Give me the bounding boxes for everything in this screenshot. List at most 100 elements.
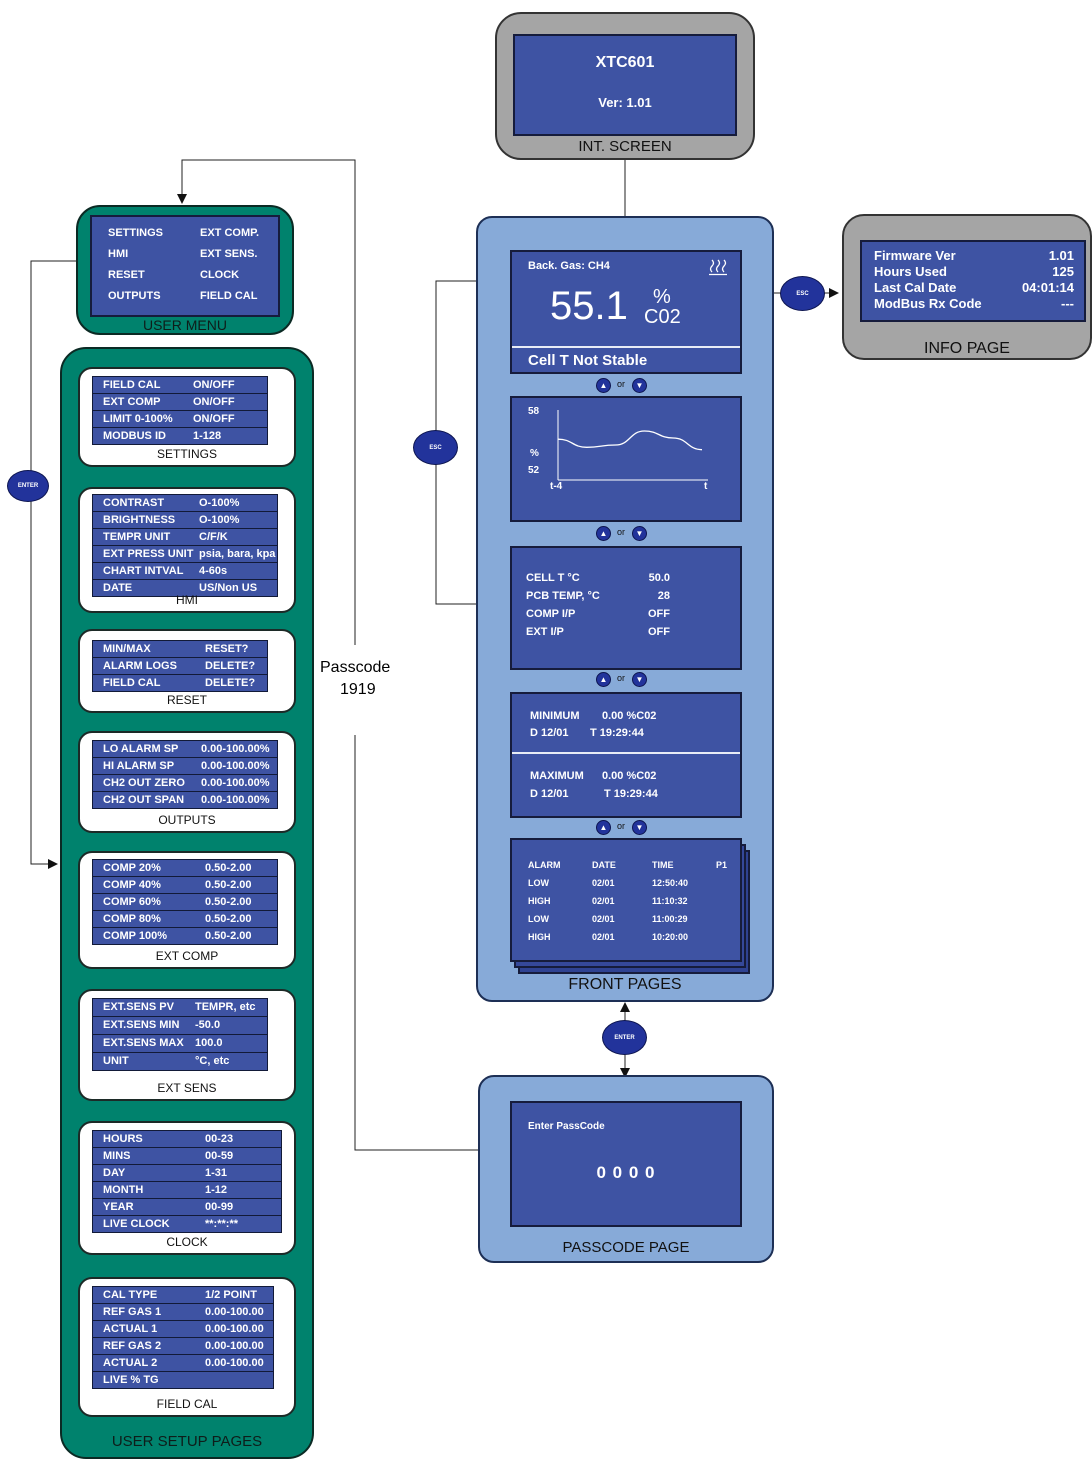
alarm-log-cell: LOW <box>528 914 549 924</box>
down-arrow-button[interactable]: ▼ <box>632 820 647 835</box>
setup-row-value: 100.0 <box>195 1037 223 1049</box>
setup-row[interactable]: LIVE CLOCK **:**:** <box>93 1216 281 1233</box>
trend-chart-screen: 58 % 52 t-4 t <box>510 396 742 522</box>
setup-row-value: DELETE? <box>205 677 256 689</box>
setup-row-label: CAL TYPE <box>103 1289 158 1301</box>
minimum-label: MINIMUM <box>530 710 580 722</box>
setup-row-label: CH2 OUT SPAN <box>103 794 185 806</box>
setup-row[interactable]: EXT.SENS PV TEMPR, etc <box>93 999 267 1017</box>
menu-item-reset[interactable]: RESET <box>108 269 145 281</box>
menu-item-outputs[interactable]: OUTPUTS <box>108 290 161 302</box>
enter-button[interactable]: ENTER <box>602 1020 647 1055</box>
setup-row[interactable]: EXT.SENS MIN-50.0 <box>93 1017 267 1035</box>
setup-row[interactable]: COMP 20%0.50-2.00 <box>93 860 277 877</box>
setup-row[interactable]: COMP 60%0.50-2.00 <box>93 894 277 911</box>
setup-row[interactable]: COMP 80%0.50-2.00 <box>93 911 277 928</box>
setup-row-value: 1-12 <box>205 1184 228 1196</box>
setup-row[interactable]: MONTH 1-12 <box>93 1182 281 1199</box>
down-arrow-button[interactable]: ▼ <box>632 378 647 393</box>
user-menu-screen: SETTINGS HMI RESET OUTPUTS EXT COMP. EXT SENS… <box>90 215 280 317</box>
menu-item-hmi[interactable]: HMI <box>108 248 129 260</box>
up-arrow-button[interactable]: ▲ <box>596 378 611 393</box>
setup-row-label: EXT.SENS MIN <box>103 1019 180 1031</box>
alarm-log-cell: HIGH <box>528 896 551 906</box>
passcode-input[interactable]: 0 0 0 0 <box>596 1163 656 1182</box>
main-reading-screen: Back. Gas: CH4 55.1 % C02 Cell T Not Sta… <box>510 250 742 374</box>
down-arrow-button[interactable]: ▼ <box>632 526 647 541</box>
setup-row-value: 0.00-100.00 <box>205 1306 264 1318</box>
setup-row[interactable]: COMP 100%0.50-2.00 <box>93 928 277 945</box>
setup-row-label: BRIGHTNESS <box>103 514 176 526</box>
menu-item-ext-sens[interactable]: EXT SENS. <box>200 248 258 260</box>
esc-button[interactable]: ESC <box>780 276 825 311</box>
esc-button[interactable]: ESC <box>413 430 458 465</box>
setup-row-value: TEMPR, etc <box>195 1001 256 1013</box>
menu-item-clock[interactable]: CLOCK <box>200 269 240 281</box>
user-menu-caption: USER MENU <box>142 317 227 333</box>
setup-row[interactable]: COMP 40%0.50-2.00 <box>93 877 277 894</box>
setup-row-label: MIN/MAX <box>103 643 151 655</box>
setup-row[interactable]: LIVE % TG <box>93 1372 273 1389</box>
menu-item-field-cal[interactable]: FIELD CAL <box>200 290 258 302</box>
setup-row-label: EXT.SENS PV <box>103 1001 174 1013</box>
up-arrow-button[interactable]: ▲ <box>596 672 611 687</box>
setup-row[interactable]: UNIT°C, etc <box>93 1053 267 1071</box>
chart-x-end: t <box>704 481 708 492</box>
up-arrow-button[interactable]: ▲ <box>596 526 611 541</box>
trend-chart <box>557 410 708 481</box>
gas-reading: 55.1 <box>550 284 628 328</box>
setup-row-label: MONTH <box>103 1184 144 1196</box>
down-arrow-button[interactable]: ▼ <box>632 672 647 687</box>
menu-item-ext-comp[interactable]: EXT COMP. <box>200 227 260 239</box>
menu-item-settings[interactable]: SETTINGS <box>108 227 164 239</box>
passcode-hint-line2: 1919 <box>340 681 376 698</box>
passcode-screen: Enter PassCode 0 0 0 0 <box>510 1101 742 1227</box>
min-max-divider <box>512 752 740 754</box>
setup-row-label: ACTUAL 1 <box>103 1323 158 1335</box>
or-label: or <box>617 673 626 683</box>
enter-button[interactable]: ENTER <box>7 470 49 502</box>
up-arrow-button[interactable]: ▲ <box>596 820 611 835</box>
setup-row-value: **:**:** <box>205 1218 239 1230</box>
setup-row-label: COMP 40% <box>103 879 161 891</box>
setup-row-label: LIVE CLOCK <box>103 1218 170 1230</box>
setup-row-value: 0.00-100.00 <box>205 1340 264 1352</box>
setup-row[interactable]: LIMIT 0-100%ON/OFF <box>93 411 267 428</box>
